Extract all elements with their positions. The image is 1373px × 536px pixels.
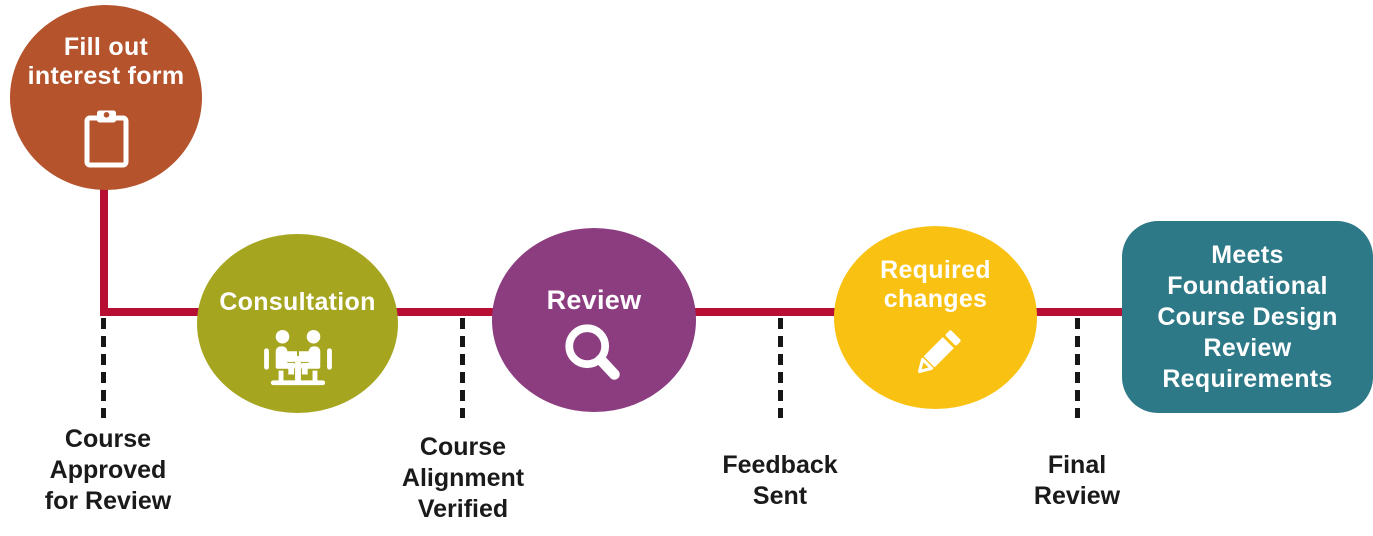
milestone-feedback-sent: Feedback Sent	[722, 451, 838, 510]
step-label: Required changes	[880, 256, 991, 313]
step-label: Meets Foundational Course Design Review …	[1157, 240, 1338, 393]
pencil-icon	[917, 330, 961, 374]
step-label: Review	[546, 285, 642, 315]
step-label: Fill out interest form	[27, 33, 185, 90]
milestone-final-review: Final Review	[1033, 451, 1121, 510]
connector-vertical-line	[100, 150, 108, 316]
milestone-tick-1	[101, 318, 106, 418]
step-fill-out-interest-form: Fill out interest form	[10, 5, 202, 190]
step-consultation: Consultation	[197, 234, 398, 413]
milestone-course-approved-for-review: Course Approved for Review	[44, 425, 172, 515]
step-review: Review	[492, 228, 696, 412]
milestone-tick-2	[460, 318, 465, 418]
step-outcome-requirements: Meets Foundational Course Design Review …	[1122, 221, 1373, 413]
step-label: Consultation	[219, 288, 376, 316]
magnifying-glass-icon	[565, 324, 620, 380]
milestone-course-alignment-verified: Course Alignment Verified	[401, 433, 525, 523]
clipboard-icon	[84, 110, 128, 168]
milestone-tick-3	[778, 318, 783, 418]
people-meeting-icon	[263, 329, 332, 386]
step-required-changes: Required changes	[834, 226, 1037, 409]
milestone-tick-4	[1075, 318, 1080, 418]
